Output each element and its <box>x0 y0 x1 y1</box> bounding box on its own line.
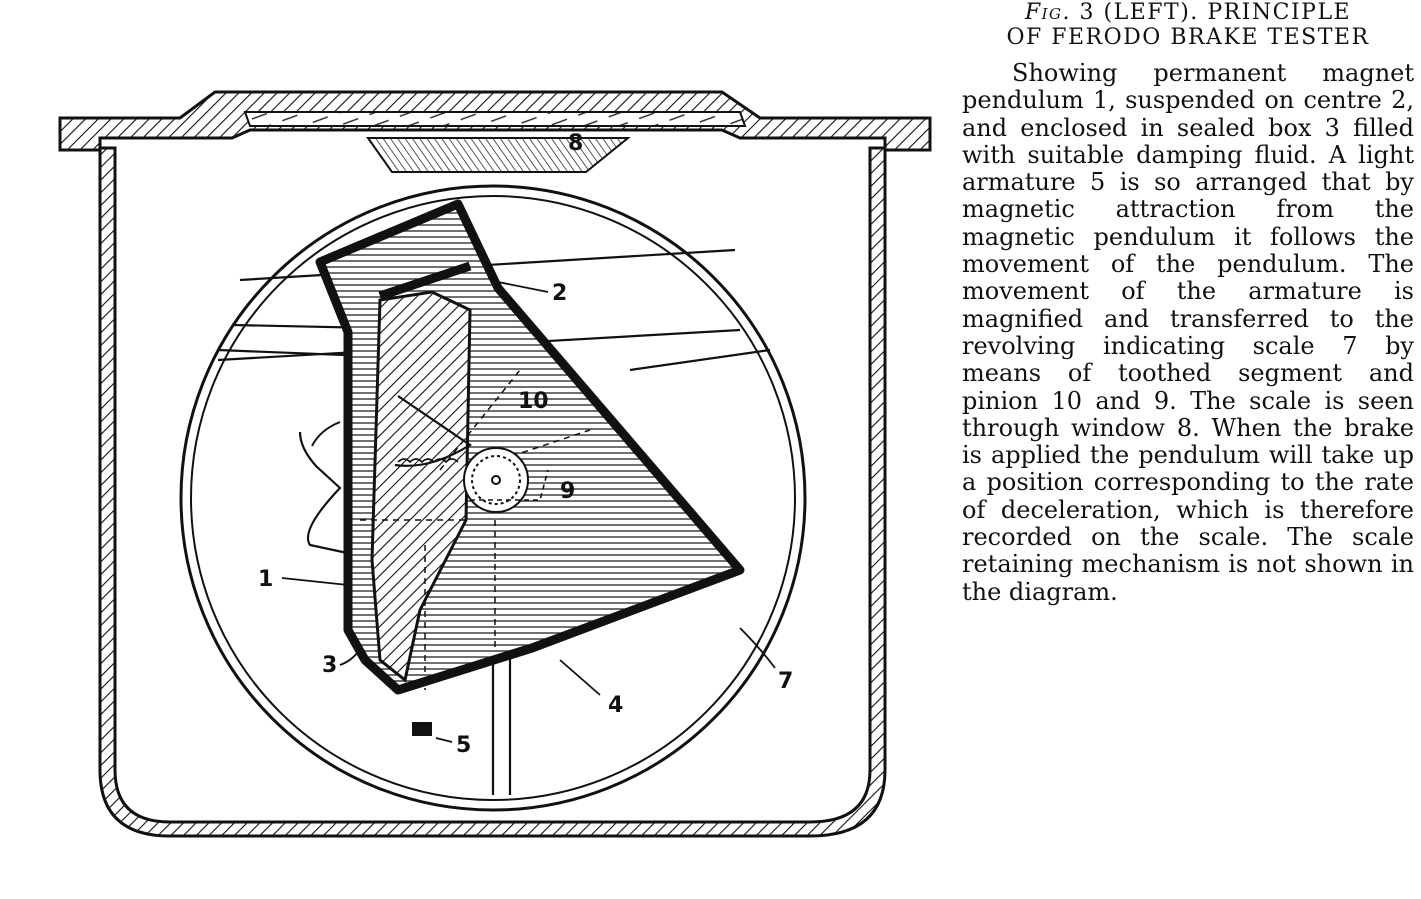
casing-wall <box>98 146 887 838</box>
figure-title-line2: OF FERODO BRAKE TESTER <box>1006 25 1370 50</box>
pendulum-dashes <box>360 369 591 690</box>
figure-label: Fig. <box>1024 0 1072 25</box>
figure-heading: Fig. 3 (LEFT). PRINCIPLE OF FERODO BRAKE… <box>962 0 1414 50</box>
scale-disc-inner <box>190 195 796 801</box>
segment-teeth <box>397 458 459 464</box>
label-centre: 2 <box>552 281 567 306</box>
figure-number: 3 <box>1079 0 1096 25</box>
leader-lines <box>281 281 776 743</box>
window-glass <box>243 111 747 127</box>
label-segment: 4 <box>608 693 623 718</box>
label-armature: 5 <box>456 733 471 758</box>
caption-body: Showing permanent magnet pendulum 1, sus… <box>962 59 1414 606</box>
pendulum <box>370 290 472 683</box>
brake-tester-diagram: 1 2 3 4 5 7 8 9 10 <box>58 90 932 838</box>
label-toothed-segment: 10 <box>518 389 549 414</box>
pinion <box>463 447 549 513</box>
pendulum-top-bar <box>378 261 472 301</box>
box-bottom <box>396 643 534 695</box>
label-pendulum: 1 <box>258 567 273 592</box>
inner-frame-2 <box>311 421 341 447</box>
inner-frame <box>298 431 381 562</box>
label-box: 3 <box>322 653 337 678</box>
figure-position: (LEFT). <box>1103 0 1199 25</box>
label-pinion: 9 <box>560 479 575 504</box>
label-scale: 7 <box>778 669 793 694</box>
figure-title-line1: PRINCIPLE <box>1207 0 1352 25</box>
caption-block: Fig. 3 (LEFT). PRINCIPLE OF FERODO BRAKE… <box>962 0 1414 606</box>
label-window: 8 <box>568 131 583 156</box>
armature <box>412 722 432 736</box>
window-cone <box>366 137 631 173</box>
